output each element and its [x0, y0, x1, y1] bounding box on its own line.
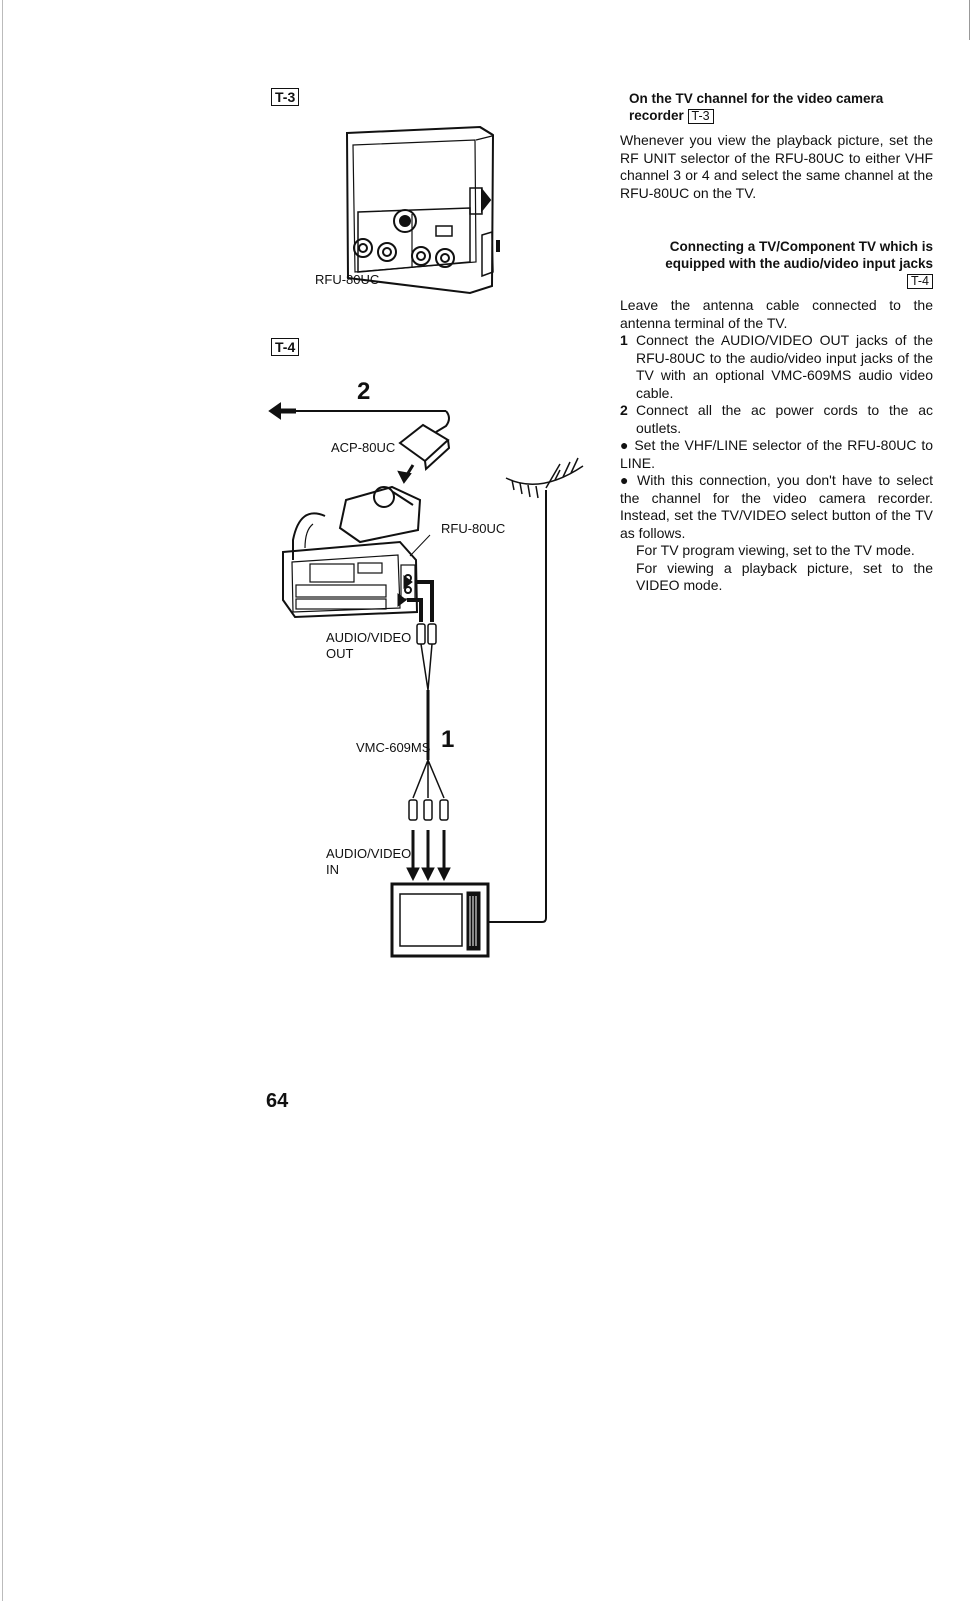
av-out-label-line2: OUT — [326, 646, 354, 661]
out-arrows — [397, 575, 434, 622]
in-arrows — [406, 830, 451, 882]
figure-label-t3: T-3 — [271, 88, 300, 106]
step-item: 2 Connect all the ac power cords to the … — [620, 402, 933, 437]
section1-heading-line2: recorder — [629, 108, 684, 123]
t3-device-label: RFU-80UC — [315, 272, 380, 287]
section2-steps: 1 Connect the AUDIO/VIDEO OUT jacks of t… — [620, 332, 933, 437]
av-in-label-line2: IN — [326, 862, 339, 877]
step-text: Connect the AUDIO/VIDEO OUT jacks of the… — [636, 332, 933, 401]
antenna-illustration — [488, 457, 584, 923]
section2-intro: Leave the antenna cable connected to the… — [620, 297, 933, 331]
step-item: 1 Connect the AUDIO/VIDEO OUT jacks of t… — [620, 332, 933, 402]
step-number: 2 — [620, 402, 628, 418]
camera-recorder-illustration — [282, 485, 422, 619]
out-plugs — [416, 623, 437, 691]
power-arrow — [268, 402, 450, 433]
tv-set-illustration — [390, 882, 490, 958]
step-1-marker: 1 — [441, 726, 455, 753]
step-2-marker: 2 — [357, 378, 371, 405]
rfu-80uc-unit-illustration — [345, 125, 500, 295]
vmc-609ms-label: VMC-609MS — [356, 740, 431, 755]
av-out-label-line1: AUDIO/VIDEO — [326, 630, 412, 645]
tv-mode-note: For TV program viewing, set to the TV mo… — [636, 542, 915, 558]
page-number: 64 — [266, 1090, 289, 1112]
acp-80uc-label: ACP-80UC — [331, 440, 396, 455]
acp-80uc-adapter-illustration — [397, 423, 451, 484]
section1-figure-ref: T-3 — [687, 109, 714, 124]
page-edge-right — [969, 0, 970, 40]
page-edge — [2, 0, 3, 1601]
section2-heading-line1: Connecting a TV/Component TV which is — [669, 239, 933, 254]
in-plugs — [408, 759, 449, 821]
video-mode-note: For viewing a playback picture, set to t… — [636, 559, 933, 594]
rfu-80uc-label: RFU-80UC — [441, 521, 506, 536]
section1-heading: On the TV channel for the video camera r… — [629, 90, 933, 124]
step-number: 1 — [620, 332, 628, 348]
figure-label-t4: T-4 — [271, 338, 300, 356]
section2-heading: Connecting a TV/Component TV which is eq… — [629, 238, 933, 289]
bullet-vhf-line: ● Set the VHF/LINE selector of the RFU-8… — [620, 437, 933, 471]
bullet-tv-video: ● With this connection, you don't have t… — [620, 472, 933, 541]
section1-body: Whenever you view the playback picture, … — [620, 132, 933, 201]
instructions-column: On the TV channel for the video camera r… — [620, 90, 933, 595]
step-text: Connect all the ac power cords to the ac… — [636, 402, 933, 436]
section2-heading-line2: equipped with the audio/video input jack… — [665, 256, 933, 271]
section2-figure-ref: T-4 — [906, 274, 933, 289]
section1-heading-line1: On the TV channel for the video camera — [629, 91, 884, 106]
av-in-label-line1: AUDIO/VIDEO — [326, 846, 412, 861]
